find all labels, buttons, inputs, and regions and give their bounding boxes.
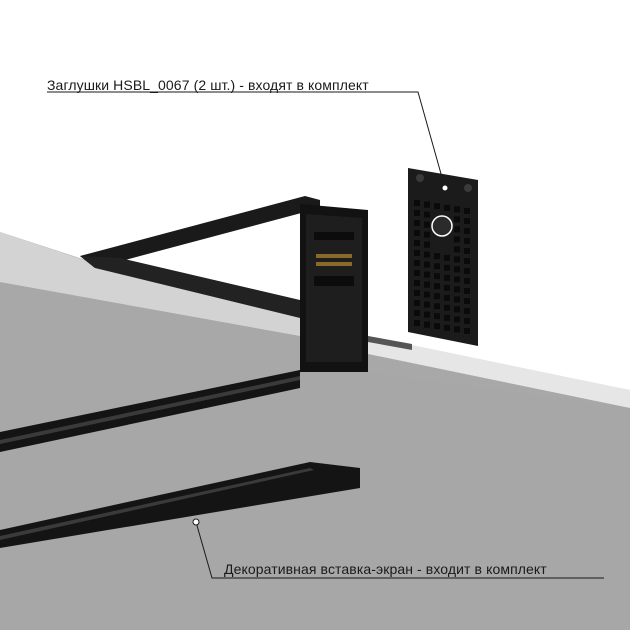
decorative-insert [0, 462, 360, 548]
end-cap-grid-cell [424, 321, 430, 328]
end-cap-grid-cell [454, 246, 460, 253]
end-cap-grid-cell [464, 328, 470, 334]
end-cap-grid-cell [464, 238, 470, 244]
end-cap-grid-cell [454, 286, 460, 293]
end-cap-grid-cell [424, 221, 430, 228]
end-cap-grid-cell [424, 231, 430, 238]
end-cap-grid-cell [434, 273, 440, 280]
end-cap-grid-cell [454, 206, 460, 213]
end-cap-grid-cell [444, 204, 450, 211]
end-cap-grid-cell [414, 260, 420, 266]
leader-dot-insert [192, 518, 200, 526]
end-cap-grid-cell [424, 211, 430, 218]
end-cap-grid-cell [424, 201, 430, 208]
decorative-insert-highlight [0, 468, 314, 540]
track-profile-end-section [300, 204, 412, 372]
end-cap-grid-cell [414, 280, 420, 286]
end-cap-grid-cell [454, 216, 460, 223]
track-profile-channel-highlight [0, 376, 300, 444]
end-cap-grid-cell [434, 303, 440, 310]
end-cap-grid-cell [414, 310, 420, 316]
end-cap-grid-cell [464, 248, 470, 254]
leader-line-end-caps [47, 91, 446, 189]
end-cap-grid [414, 200, 470, 334]
end-cap-grid-cell [464, 298, 470, 304]
end-cap-grid-cell [444, 294, 450, 301]
end-cap-grid-cell [414, 200, 420, 206]
end-cap-grid-cell [424, 271, 430, 278]
end-cap-grid-cell [414, 220, 420, 226]
end-cap-grid-cell [464, 258, 470, 264]
end-cap-grid-cell [444, 304, 450, 311]
end-cap-grid-cell [424, 311, 430, 318]
end-cap-grid-cell [444, 324, 450, 331]
leader-dot-end-caps [441, 184, 449, 192]
leader-line-insert [195, 521, 604, 579]
end-cap-grid-cell [454, 326, 460, 333]
end-cap-grid-cell [414, 270, 420, 276]
end-cap-grid-cell [464, 318, 470, 324]
end-cap-grid-cell [434, 313, 440, 320]
end-cap-grid-cell [424, 301, 430, 308]
end-cap-grid-cell [434, 203, 440, 210]
end-cap-grid-cell [454, 316, 460, 323]
track-profile-side [80, 256, 300, 318]
end-cap-grid-cell [464, 208, 470, 214]
end-cap-grid-cell [444, 284, 450, 291]
end-cap-grid-cell [434, 323, 440, 330]
decorative-insert-callout: Декоративная вставка-экран - входит в ко… [224, 561, 547, 577]
end-cap-grid-cell [424, 291, 430, 298]
end-cap-grid-cell [414, 210, 420, 216]
end-cap-grid-cell [464, 228, 470, 234]
end-cap-grid-cell [454, 226, 460, 233]
end-cap-grid-cell [414, 320, 420, 326]
end-cap-grid-cell [464, 308, 470, 314]
end-cap-grid-cell [454, 266, 460, 273]
end-cap-grid-cell [454, 306, 460, 313]
end-cap-grid-cell [434, 253, 440, 260]
ceiling-upper-face [0, 232, 300, 336]
end-cap-grid-cell [464, 278, 470, 284]
end-cap-grid-cell [444, 274, 450, 281]
end-cap-grid-cell [464, 268, 470, 274]
end-cap-grid-cell [434, 283, 440, 290]
end-cap-grid-cell [464, 288, 470, 294]
end-cap-grid-cell [414, 300, 420, 306]
end-cap-grid-cell [414, 290, 420, 296]
end-cap-grid-cell [434, 293, 440, 300]
ceiling-underside [0, 282, 630, 630]
end-cap-grid-cell [424, 241, 430, 248]
end-cap-grid-cell [454, 256, 460, 263]
track-profile-top [80, 196, 320, 268]
end-cap-grid-cell [454, 236, 460, 243]
end-cap-grid-cell [414, 250, 420, 256]
end-cap-grid-cell [444, 314, 450, 321]
end-caps-callout: Заглушки HSBL_0067 (2 шт.) - входят в ко… [47, 77, 369, 93]
ceiling-front-edge [368, 336, 630, 408]
end-cap-grid-cell [424, 251, 430, 258]
end-cap-grid-cell [414, 230, 420, 236]
end-cap-grid-cell [444, 254, 450, 261]
end-cap-grid-cell [424, 261, 430, 268]
end-cap-grid-cell [464, 218, 470, 224]
end-cap-grid-cell [454, 296, 460, 303]
end-cap-grid-cell [414, 240, 420, 246]
end-cap-grid-cell [454, 276, 460, 283]
end-cap-grid-cell [434, 263, 440, 270]
end-cap-grid-cell [424, 281, 430, 288]
end-cap-grid-cell [444, 264, 450, 271]
